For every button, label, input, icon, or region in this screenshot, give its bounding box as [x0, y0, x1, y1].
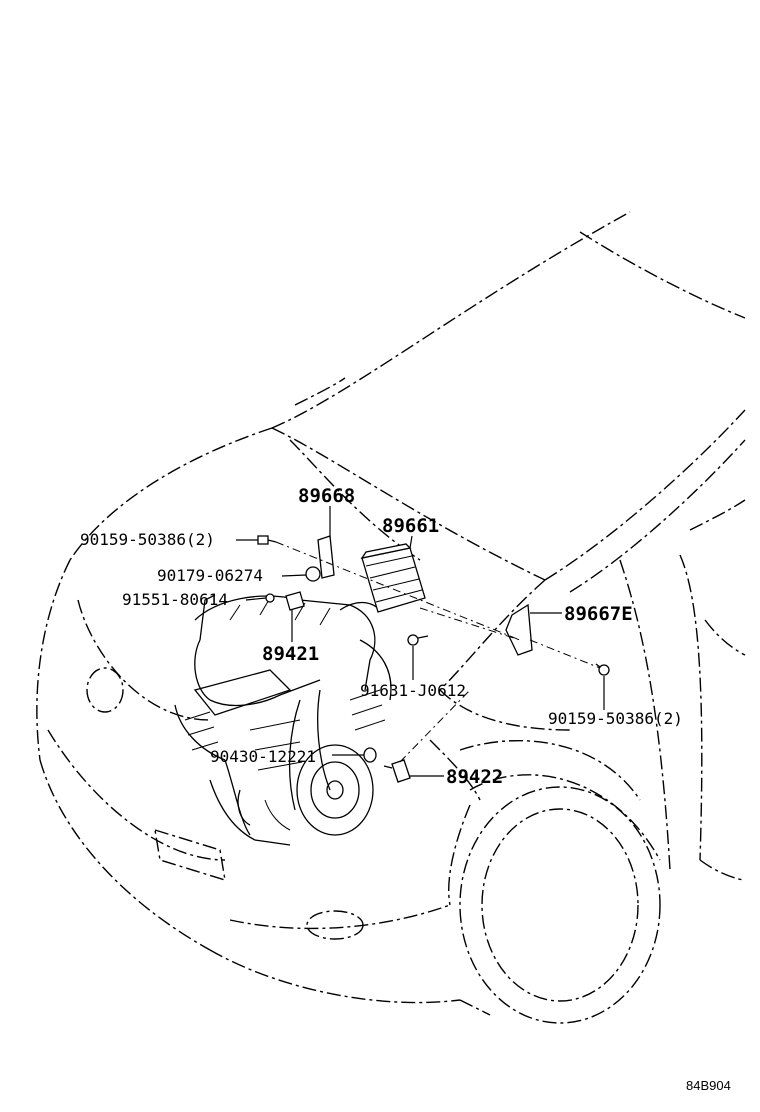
- label-91631: 91631-J0612: [360, 681, 466, 700]
- nut-90179: [305, 566, 321, 582]
- screw-91551: [265, 593, 275, 603]
- gasket-90430: [363, 747, 377, 763]
- label-89422: 89422: [446, 766, 503, 788]
- label-90430: 90430-12221: [210, 747, 316, 766]
- label-90179: 90179-06274: [157, 566, 263, 585]
- bolt-90159-right: [595, 663, 610, 676]
- leader-lines: [236, 506, 605, 777]
- diagram-code: 84B904: [686, 1078, 731, 1093]
- label-89421: 89421: [262, 643, 319, 665]
- bracket-89668: [317, 535, 335, 579]
- sensor-89421: [285, 591, 305, 611]
- label-89667e: 89667E: [564, 603, 633, 625]
- label-90159-left: 90159-50386(2): [80, 530, 215, 549]
- assembly-guides: [275, 541, 601, 763]
- bolt-91631: [407, 634, 429, 646]
- ecu-89661: [360, 543, 426, 613]
- sensor-89422: [383, 759, 411, 783]
- bolt-90159-left: [257, 535, 277, 545]
- label-90159-right: 90159-50386(2): [548, 709, 683, 728]
- label-91551: 91551-80614: [122, 590, 228, 609]
- bracket-89667e: [505, 603, 533, 656]
- car-body-outline: [36, 211, 746, 1024]
- label-89661: 89661: [382, 515, 439, 537]
- engine-assembly: [174, 594, 392, 846]
- label-89668: 89668: [298, 485, 355, 507]
